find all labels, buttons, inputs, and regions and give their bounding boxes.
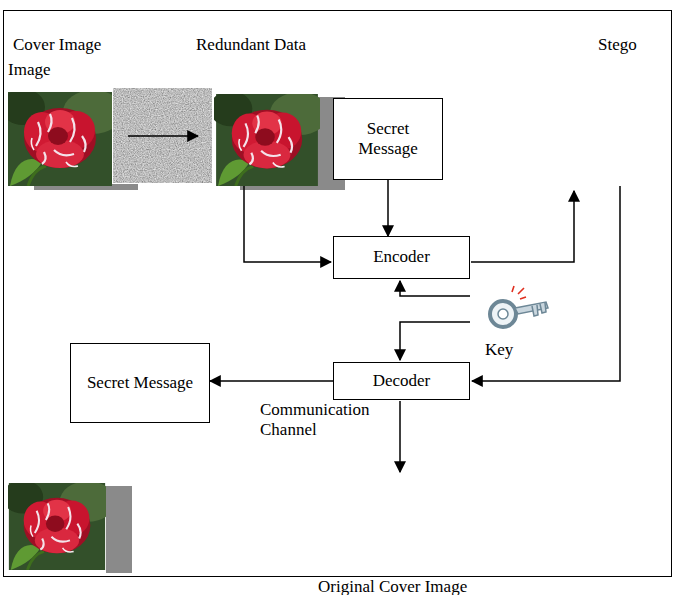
box-text: Decoder — [373, 371, 431, 391]
box-text: Secret Message — [87, 373, 193, 393]
label-text: Image — [8, 60, 50, 79]
cover-output-line — [399, 401, 401, 472]
stego-image — [209, 91, 328, 186]
decoder-box: Decoder — [333, 362, 470, 400]
stego-output-line — [471, 191, 574, 262]
image-shadow — [106, 486, 132, 573]
recovered-image — [2, 480, 115, 570]
label-text: Key — [485, 340, 513, 359]
key-line — [400, 322, 470, 360]
noise-arrow — [128, 135, 198, 137]
channel-label: Communication Channel — [260, 400, 395, 441]
flow-arrow — [210, 380, 333, 382]
label-text: Cover Image — [13, 35, 101, 54]
image-input-line — [244, 186, 331, 262]
noise-image — [113, 88, 212, 183]
image-label: Cover Image — [13, 35, 133, 55]
box-text: Encoder — [373, 247, 430, 267]
data-label: Redundant Data — [196, 35, 336, 55]
label-text: Stego — [598, 35, 637, 54]
box-text: Secret Message — [340, 119, 436, 160]
key-icon — [490, 286, 548, 327]
message-box: Secret Message — [70, 343, 210, 423]
image-label: Stego — [598, 35, 668, 55]
label-text: Communication Channel — [260, 400, 370, 439]
image-label: Original Cover Image — [318, 578, 518, 595]
image-label: Image — [8, 60, 88, 80]
key-line — [400, 281, 470, 296]
key-label: Key — [485, 340, 535, 360]
channel-line — [472, 186, 620, 381]
label-text: Redundant Data — [196, 35, 306, 54]
encoder-box: Encoder — [333, 236, 470, 279]
cover-image — [1, 89, 123, 186]
label-text: Original Cover Image — [318, 577, 467, 595]
message-box: Secret Message — [333, 98, 443, 180]
flow-arrow — [387, 180, 389, 236]
